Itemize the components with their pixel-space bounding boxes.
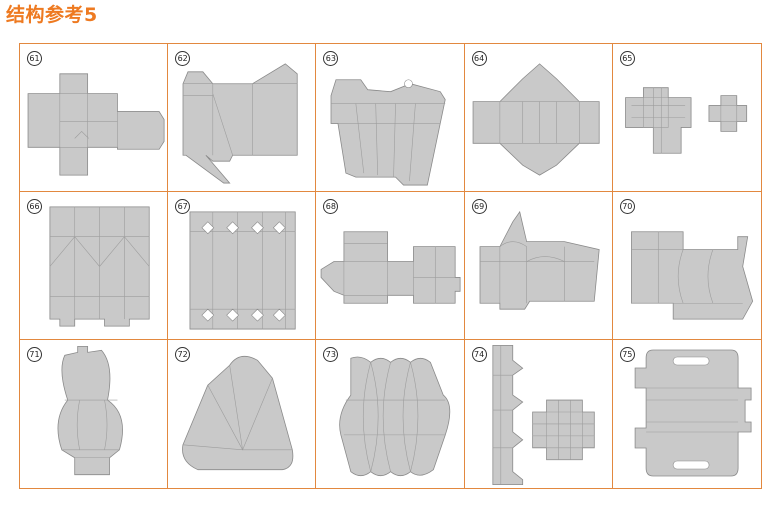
structure-cell-64[interactable]: 64 [464,44,613,192]
item-number-badge: 64 [471,51,487,66]
cross-box-net-icon [27,73,165,176]
structure-cell-66[interactable]: 66 [20,192,169,340]
structure-cell-62[interactable]: 62 [168,44,317,192]
item-number-badge: 75 [619,347,635,362]
petal-box-net-icon [339,356,451,477]
handle-box-net-icon [330,79,447,186]
sleeve-box-net-icon [49,206,150,327]
carry-handle-box-net-icon [634,349,752,477]
structure-cell-73[interactable]: 73 [316,340,465,488]
pyramid-box-net-icon [182,355,294,471]
tuck-box-net-icon [182,63,298,184]
structure-cell-68[interactable]: 68 [316,192,465,340]
round-end-box-net-icon [321,231,461,304]
item-number-badge: 65 [619,51,635,66]
item-number-badge: 71 [27,347,42,362]
item-number-badge: 62 [175,51,191,66]
structure-cell-65[interactable]: 65 [612,44,761,192]
item-number-badge: 74 [471,347,487,362]
item-number-badge: 61 [27,51,42,66]
double-cross-net-icon [624,87,747,154]
structure-cell-71[interactable]: 71 [20,340,169,488]
item-number-badge: 73 [323,347,339,362]
structure-cell-74[interactable]: 74 [465,340,613,488]
waisted-box-net-icon [630,231,753,320]
bottle-box-net-icon [57,345,123,476]
structure-cell-61[interactable]: 61 [20,44,169,192]
structure-cell-75[interactable]: 75 [613,340,761,488]
pillow-box-net-icon [472,63,600,176]
item-number-badge: 66 [27,199,42,214]
item-number-badge: 70 [619,199,635,214]
diamond-cutout-net-icon [189,211,296,330]
structure-cell-67[interactable]: 67 [168,192,317,340]
structure-cell-70[interactable]: 70 [612,192,761,340]
item-number-badge: 72 [175,347,191,362]
structure-grid: 61 62 63 64 65 [19,43,762,489]
item-number-badge: 69 [471,199,487,214]
page-title: 结构参考5 [6,4,98,26]
strip-and-square-net-icon [492,344,595,486]
item-number-badge: 68 [323,199,339,214]
curved-lid-box-net-icon [479,210,600,310]
structure-cell-63[interactable]: 63 [316,44,465,192]
item-number-badge: 63 [323,51,339,66]
structure-cell-69[interactable]: 69 [464,192,613,340]
item-number-badge: 67 [175,199,191,214]
structure-cell-72[interactable]: 72 [168,340,317,488]
